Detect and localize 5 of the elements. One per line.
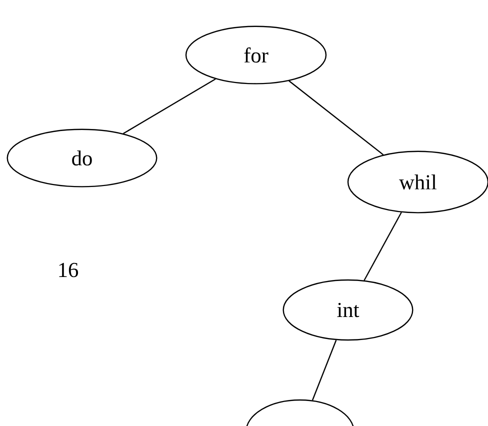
number-label: 16 <box>59 262 78 278</box>
connector-line <box>123 78 216 134</box>
connector-line <box>288 80 384 156</box>
connector-line <box>312 340 337 400</box>
connector-line <box>364 212 402 281</box>
